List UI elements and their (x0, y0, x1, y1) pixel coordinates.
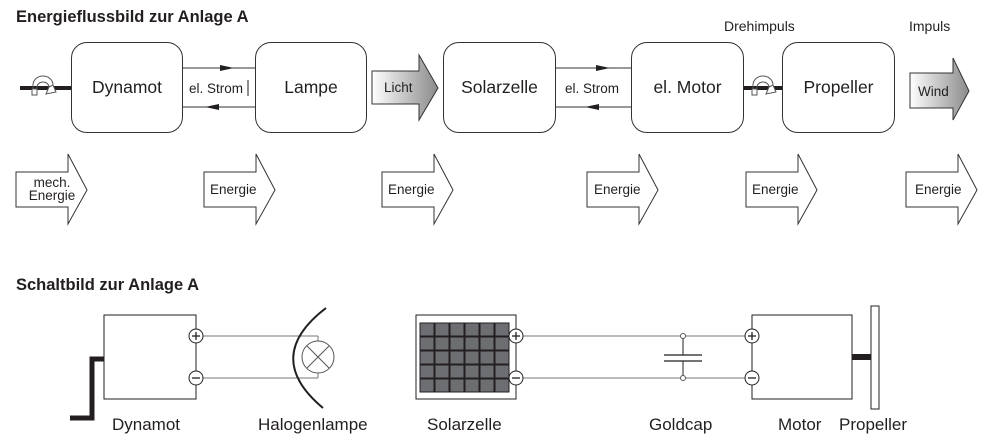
solar-cell-tile (434, 322, 450, 337)
solar-cell-tile (419, 336, 435, 351)
solar-cell-tile (479, 378, 495, 393)
arrow-left-icon (205, 104, 219, 110)
energy-arrow-line2: Energie (28, 188, 76, 203)
solar-cell-tile (494, 364, 510, 379)
box-label: Dynamot (91, 77, 163, 97)
drive-shaft (743, 75, 783, 96)
energy-arrow-label: Energie (594, 182, 641, 197)
solar-cell-tile (419, 322, 435, 337)
solar-cell-tile (449, 378, 465, 393)
solar-cell-tile (434, 364, 450, 379)
crank-handle (70, 356, 104, 421)
solar-cell-tile (464, 378, 480, 393)
solar-cell-tile (479, 336, 495, 351)
current-label-2: el. Strom (565, 81, 620, 96)
solar-cell-tile (419, 350, 435, 365)
box-label: el. Motor (653, 77, 722, 97)
solar-cell-tile (419, 378, 435, 393)
motor-symbol (751, 314, 853, 400)
arrow-left-icon (585, 104, 599, 110)
energy-arrow (15, 153, 88, 226)
solar-cell-tile (419, 364, 435, 379)
solar-cell-tile (434, 350, 450, 365)
energy-arrow (905, 153, 978, 226)
solar-cell-tile (464, 364, 480, 379)
wind-arrow (909, 57, 970, 121)
propeller-symbol (870, 305, 880, 410)
solar-cell-tile (479, 322, 495, 337)
energy-arrow (203, 153, 276, 226)
rotation-icon (751, 75, 777, 96)
solar-cell-tile (494, 350, 510, 365)
solar-cell-tile (434, 378, 450, 393)
solar-cell-tile (449, 350, 465, 365)
solar-cell-tile (494, 378, 510, 393)
energy-arrow-label-mech: mech. Energie (20, 175, 84, 203)
impuls-label: Impuls (909, 18, 951, 34)
solar-cell-tile (449, 364, 465, 379)
solar-cell-tile (434, 336, 450, 351)
caption-solarzelle: Solarzelle (427, 415, 502, 434)
solar-cell-tile (464, 336, 480, 351)
plus-terminal (508, 328, 524, 344)
box-label: Propeller (803, 77, 874, 97)
box-solarzelle: Solarzelle (443, 42, 556, 133)
box-lampe: Lampe (255, 42, 367, 133)
caption-dynamot: Dynamot (112, 415, 181, 434)
plus-terminal (744, 328, 760, 344)
light-arrow (371, 53, 439, 122)
minus-terminal (188, 370, 204, 386)
caption-propeller: Propeller (839, 415, 908, 434)
energy-arrow-label: Energie (915, 182, 962, 197)
energy-arrow-label: Energie (210, 182, 257, 197)
arrow-right-icon (220, 65, 234, 71)
box-label: Solarzelle (461, 77, 538, 97)
solar-cell-tile (464, 350, 480, 365)
solar-cell-tile (494, 322, 510, 337)
box-label: Lampe (284, 77, 338, 97)
arrow-right-icon (596, 65, 610, 71)
energy-arrow (745, 153, 818, 226)
energy-arrow-line1: mech. (33, 175, 71, 190)
circuit-title: Schaltbild zur Anlage A (16, 276, 200, 294)
solar-cell-tile (464, 322, 480, 337)
caption-halogenlampe: Halogenlampe (258, 415, 368, 434)
dynamot-symbol (103, 314, 197, 400)
energy-arrow (381, 153, 454, 226)
box-dynamot: Dynamot (71, 42, 183, 133)
plus-terminal (188, 328, 204, 344)
minus-terminal (744, 370, 760, 386)
energy-arrow (586, 153, 659, 226)
rotation-icon (31, 75, 57, 96)
current-connector-2 (556, 65, 631, 110)
energy-arrow-label: Energie (388, 182, 435, 197)
minus-terminal (508, 370, 524, 386)
solar-cell-tile (494, 336, 510, 351)
wind-arrow-label: Wind (918, 84, 949, 99)
halogen-lamp-symbol (292, 307, 335, 409)
solar-cell-tile (479, 364, 495, 379)
light-arrow-label: Licht (384, 80, 413, 95)
goldcap-capacitor-symbol (664, 333, 702, 381)
motor-shaft (852, 354, 871, 360)
solar-cell-tile (449, 322, 465, 337)
input-shaft (20, 75, 71, 96)
solar-cell-tile (449, 336, 465, 351)
energy-flow-title: Energieflussbild zur Anlage A (16, 8, 249, 26)
box-propeller: Propeller (782, 42, 895, 133)
caption-motor: Motor (778, 415, 822, 434)
energy-arrow-label: Energie (752, 182, 799, 197)
caption-goldcap: Goldcap (649, 415, 713, 434)
solar-cell-tile (479, 350, 495, 365)
drehimpuls-label: Drehimpuls (724, 18, 795, 34)
current-label-1: el. Strom (189, 81, 244, 96)
box-motor: el. Motor (631, 42, 744, 133)
current-connector-1 (183, 65, 255, 110)
